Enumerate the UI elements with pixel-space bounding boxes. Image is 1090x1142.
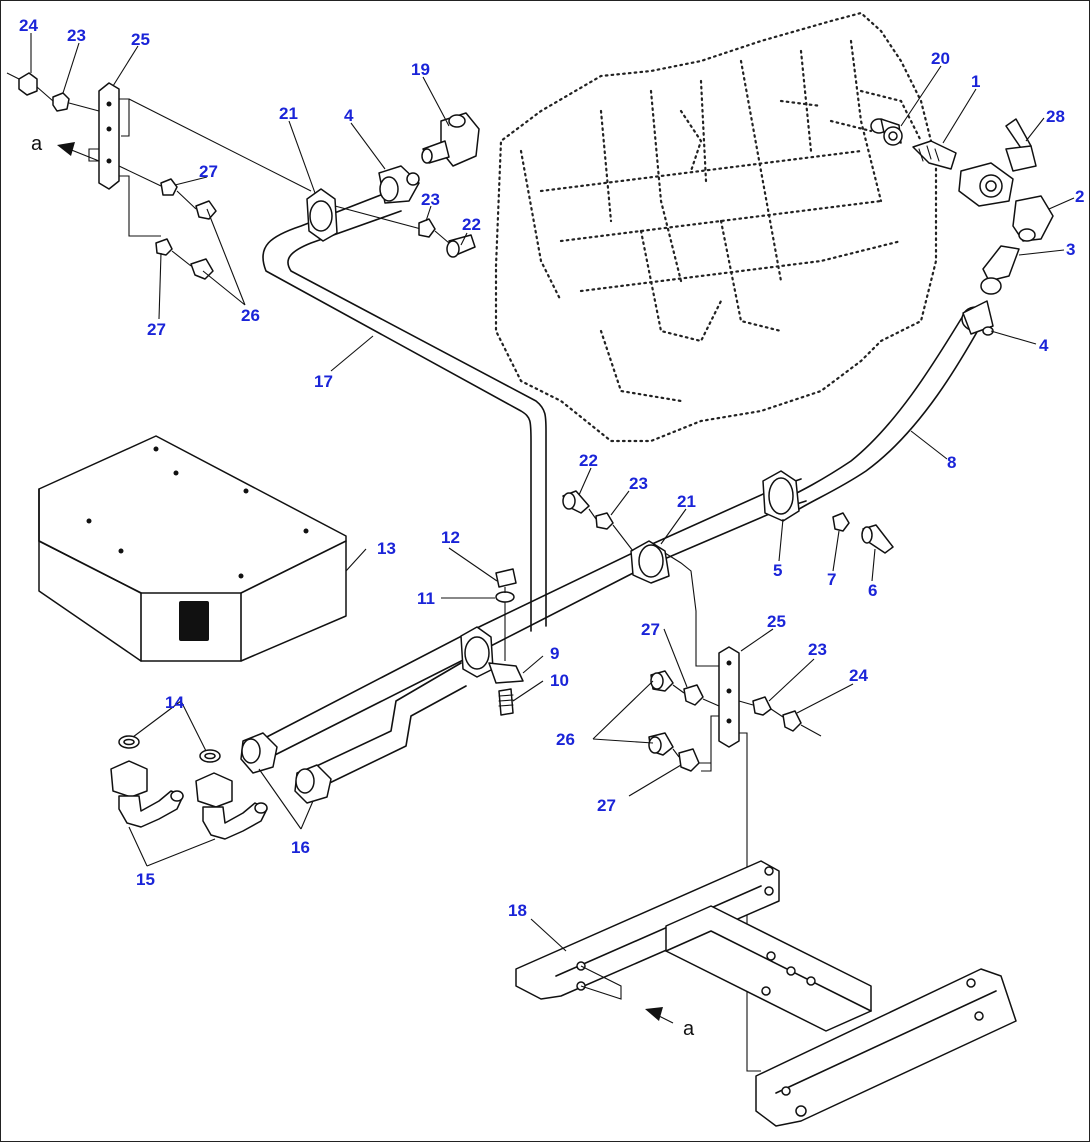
hardware-22-23-top [334, 205, 476, 258]
callout-27: 27 [199, 162, 218, 181]
callout-25: 25 [131, 30, 150, 49]
callout-24: 24 [19, 16, 38, 35]
callout-23: 23 [67, 26, 86, 45]
elbow-2 [1012, 195, 1054, 242]
frame-18 [515, 860, 1017, 1127]
callout-20: 20 [931, 49, 950, 68]
view-arrow-bottom [645, 1007, 674, 1024]
callout-25: 25 [767, 612, 786, 631]
o-rings-14 [118, 735, 221, 763]
engine-phantom-outline [494, 11, 938, 443]
callout-4: 4 [1039, 336, 1049, 355]
callout-10: 10 [550, 671, 569, 690]
callout-8: 8 [947, 453, 956, 472]
callout-24: 24 [849, 666, 868, 685]
elbows-15 [110, 760, 268, 840]
callout-26: 26 [556, 730, 575, 749]
view-mark-a-top: a [31, 133, 43, 155]
clamp-4-top [378, 165, 420, 204]
callout-1: 1 [971, 72, 980, 91]
hardware-6-7 [832, 512, 894, 554]
callout-15: 15 [136, 870, 155, 889]
lever-28 [1005, 118, 1037, 172]
callout-11: 11 [417, 589, 435, 608]
callout-27: 27 [147, 320, 166, 339]
callout-23: 23 [629, 474, 648, 493]
callout-28: 28 [1046, 107, 1065, 126]
callout-4: 4 [344, 106, 354, 125]
view-mark-a-bottom: a [683, 1018, 695, 1040]
hardware-24-23-top [6, 72, 100, 112]
callout-9: 9 [550, 644, 559, 663]
callout-18: 18 [508, 901, 527, 920]
callout-26: 26 [241, 306, 260, 325]
callout-3: 3 [1066, 240, 1075, 259]
callout-labels: 24 23 25 21 4 19 27 23 22 26 27 17 20 1 … [19, 16, 1084, 920]
bracket-25-middle [701, 646, 761, 1072]
callout-7: 7 [827, 570, 836, 589]
callout-12: 12 [441, 528, 460, 547]
valve-body [958, 162, 1014, 207]
fitting-20 [870, 118, 903, 146]
callout-21: 21 [677, 492, 696, 511]
fitting-19 [421, 112, 480, 167]
callout-21: 21 [279, 104, 298, 123]
clamp-9-assembly [460, 568, 524, 716]
clamp-21-middle [630, 540, 721, 667]
callout-22: 22 [579, 451, 598, 470]
view-arrow-top [57, 142, 100, 162]
callout-14: 14 [165, 693, 184, 712]
pipe-8 [780, 300, 994, 512]
callout-16: 16 [291, 838, 310, 857]
bracket-25-top [88, 82, 312, 237]
callout-23: 23 [808, 640, 827, 659]
nipple-3 [980, 245, 1020, 295]
bolts-26-27-top [118, 165, 217, 280]
box-13 [38, 435, 347, 662]
callout-19: 19 [411, 60, 430, 79]
callout-27: 27 [641, 620, 660, 639]
pipe-17 [262, 190, 547, 632]
clamp-5 [762, 470, 800, 522]
callout-13: 13 [377, 539, 396, 558]
callout-5: 5 [773, 561, 782, 580]
fittings-16 [240, 732, 332, 804]
callout-6: 6 [868, 581, 877, 600]
hardware-23-24-26-27-middle [648, 670, 822, 772]
adapter-1 [912, 140, 957, 170]
callout-22: 22 [462, 215, 481, 234]
callout-27: 27 [597, 796, 616, 815]
callout-leaders [30, 33, 1075, 952]
hardware-22-23-middle [562, 490, 634, 552]
clamp-21-top [306, 188, 338, 242]
callout-2: 2 [1075, 187, 1084, 206]
callout-23: 23 [421, 190, 440, 209]
callout-17: 17 [314, 372, 333, 391]
